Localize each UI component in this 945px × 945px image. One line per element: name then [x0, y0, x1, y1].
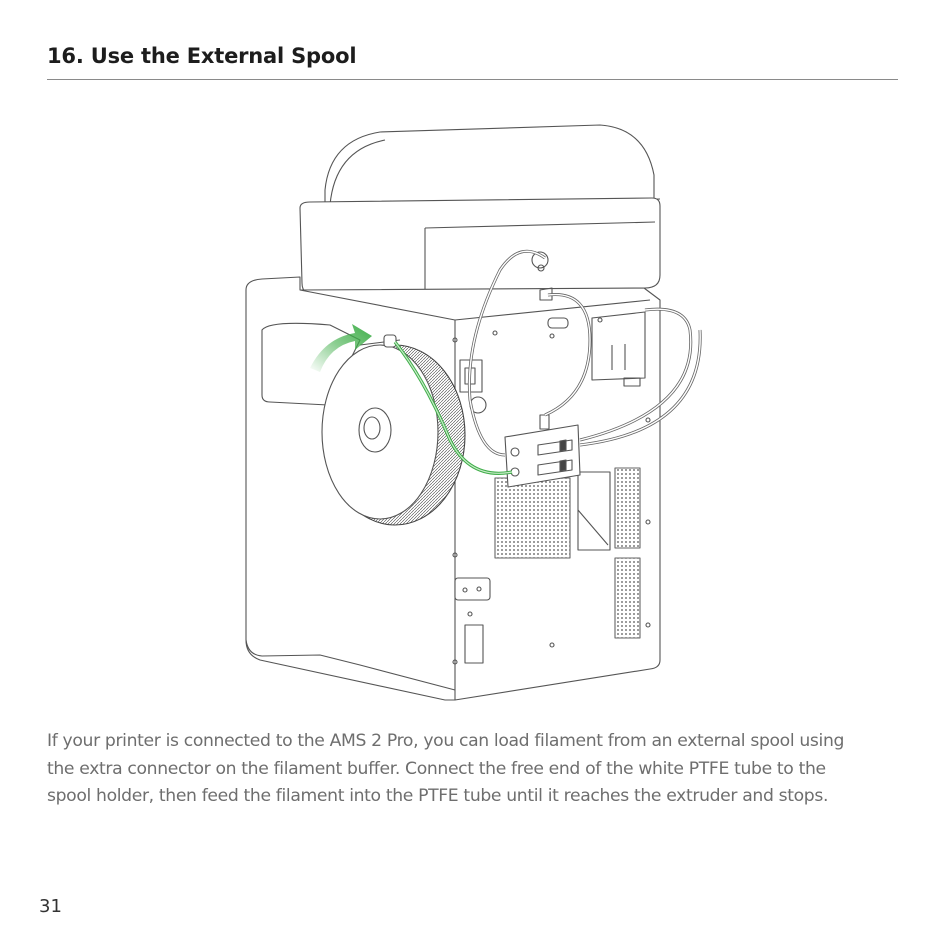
lid-box [299, 197, 661, 297]
lid-dome [324, 124, 655, 205]
instruction-line: the extra connector on the filament buff… [47, 758, 826, 779]
insert-arrow-icon [310, 324, 372, 372]
instruction-line: spool holder, then feed the filament int… [47, 786, 829, 806]
section-divider [47, 79, 898, 80]
section-title: 16. Use the External Spool [47, 44, 357, 68]
printer-rear-illustration [245, 124, 702, 701]
instruction-paragraph: If your printer is connected to the AMS … [47, 728, 907, 811]
instruction-line: If your printer is connected to the AMS … [47, 731, 845, 751]
page-number: 31 [39, 896, 62, 917]
